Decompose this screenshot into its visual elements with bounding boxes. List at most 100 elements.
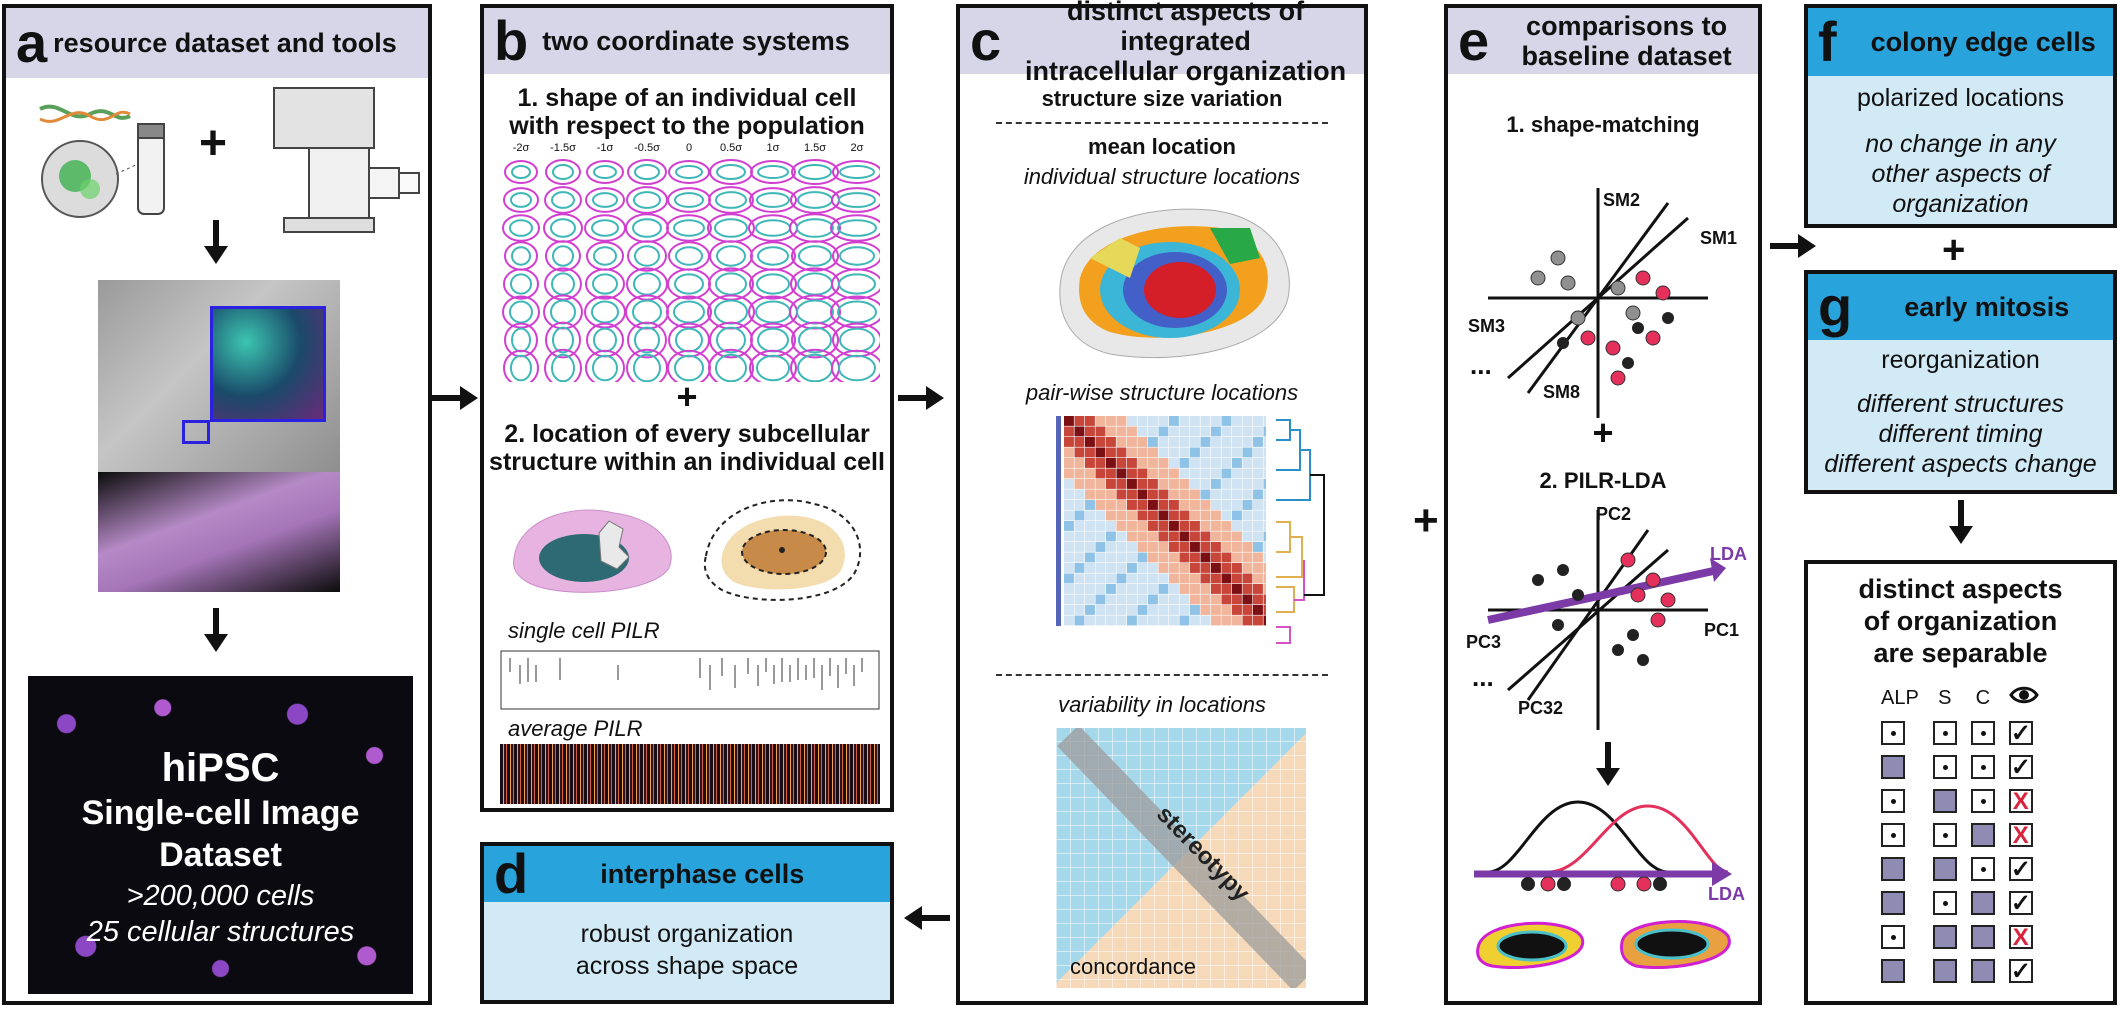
- average-pilr-strip: [500, 744, 880, 804]
- cell-alp: [1880, 890, 1920, 916]
- matrix-cell: [1179, 437, 1190, 447]
- matrix-cell: [1106, 479, 1116, 489]
- panel-a-letter: a: [16, 11, 48, 74]
- matrix-cell: [1106, 531, 1116, 542]
- matrix-cell: [1221, 426, 1232, 437]
- matrix-cell: [1179, 489, 1190, 500]
- cell-outline: [708, 186, 754, 214]
- nucleus-outline: [593, 327, 617, 353]
- matrix-cell: [1074, 426, 1085, 437]
- matrix-cell: [1200, 479, 1211, 489]
- cell-2d-contour: [703, 499, 862, 601]
- matrix-cell: [1064, 426, 1074, 437]
- matrix-cell: [1137, 510, 1148, 521]
- matrix-cell: [1127, 468, 1137, 479]
- matrix-cell: [1106, 521, 1116, 531]
- matrix-cell: [1085, 437, 1095, 447]
- matrix-cell: [1085, 447, 1095, 458]
- matrix-cell: [1253, 489, 1263, 500]
- matrix-cell: [1253, 468, 1263, 479]
- nucleus-outline: [632, 299, 662, 325]
- matrix-cell: [1148, 416, 1158, 426]
- filled-square: [1881, 755, 1905, 779]
- cell-result: X: [2008, 788, 2040, 814]
- cell-alp: [1880, 822, 1920, 848]
- eye-icon: [2008, 684, 2040, 712]
- matrix-cell: [1064, 489, 1074, 500]
- nucleus-outline: [510, 273, 532, 295]
- matrix-cell: [1221, 437, 1232, 447]
- panel-b-title: two coordinate systems: [542, 25, 850, 56]
- nucleus-outline: [797, 272, 833, 296]
- matrix-cell: [1085, 594, 1095, 605]
- matrix-cell: [1064, 500, 1074, 510]
- cell-outline: [585, 349, 625, 382]
- row-annotation-bar: [1056, 416, 1061, 626]
- matrix-cell: [1179, 426, 1190, 437]
- panel-f-line-4: organization: [1892, 190, 2029, 218]
- table-row: ✓: [1880, 958, 2040, 984]
- matrix-cell: [1106, 468, 1116, 479]
- matrix-cell: [1190, 468, 1200, 479]
- matrix-cell: [1116, 500, 1127, 510]
- matrix-cell: [1221, 458, 1232, 468]
- matrix-cell: [1169, 521, 1179, 531]
- check-icon: ✓: [2008, 856, 2033, 883]
- nucleus-outline: [511, 327, 531, 353]
- matrix-cell: [1127, 521, 1137, 531]
- matrix-cell: [1190, 552, 1200, 563]
- dot-square: [1881, 925, 1905, 949]
- matrix-cell: [1074, 542, 1085, 552]
- panel-g-body: [1808, 340, 2113, 490]
- matrix-cell: [1190, 437, 1200, 447]
- matrix-cell: [1179, 584, 1190, 594]
- matrix-cell: [1263, 468, 1266, 479]
- matrix-cell: [1169, 563, 1179, 573]
- panel-f-header: f colony edge cells: [1808, 8, 2113, 76]
- table-row: X: [1880, 924, 2040, 950]
- matrix-cell: [1232, 489, 1242, 500]
- matrix-cell: [1179, 458, 1190, 468]
- matrix-cell: [1179, 594, 1190, 605]
- panel-d-letter: d: [494, 842, 529, 905]
- nucleus-outline: [838, 354, 876, 382]
- matrix-cell: [1200, 468, 1211, 479]
- sigma-tick: -2σ: [512, 142, 530, 154]
- panel-f: f colony edge cells polarized locations …: [1804, 4, 2117, 228]
- nucleus-outline: [674, 192, 704, 208]
- nucleus-outline: [716, 245, 746, 267]
- axis-label-pc2: PC2: [1596, 504, 1632, 524]
- dataset-title-3: Dataset: [159, 836, 282, 874]
- cross-icon: X: [2008, 925, 2033, 950]
- check-icon: ✓: [2008, 890, 2033, 917]
- panel-g-line-2: different structures: [1856, 390, 2065, 418]
- matrix-cell: [1221, 468, 1232, 479]
- cell-outline: [503, 349, 539, 382]
- matrix-cell: [1158, 500, 1169, 510]
- panel-a-plus: +: [199, 117, 228, 170]
- matrix-cell: [1211, 552, 1221, 563]
- matrix-cell: [1242, 605, 1253, 615]
- matrix-cell: [1106, 584, 1116, 594]
- matrix-cell: [1200, 615, 1211, 626]
- matrix-cell: [1127, 510, 1137, 521]
- matrix-cell: [1242, 447, 1253, 458]
- cell-outline: [791, 159, 839, 185]
- cell-s: [1932, 958, 1958, 984]
- divider: [996, 122, 1328, 124]
- cross-icon: X: [2008, 823, 2033, 848]
- matrix-cell: [1232, 458, 1242, 468]
- arrow-down-icon: [1949, 500, 1973, 544]
- nucleus-outline: [715, 272, 747, 296]
- cell-s: [1932, 856, 1958, 882]
- nucleus-outline: [755, 300, 791, 324]
- dot-square: [1970, 857, 1995, 881]
- panel-d-line-2: across shape space: [575, 952, 799, 980]
- panel-e-plus: +: [1592, 412, 1614, 453]
- shape-heading-1: 1. shape of an individual cell: [517, 84, 857, 112]
- matrix-cell: [1085, 605, 1095, 615]
- matrix-cell: [1190, 531, 1200, 542]
- nucleus-outline: [798, 245, 832, 267]
- matrix-cell: [1211, 521, 1221, 531]
- lda-distribution-plot: [1474, 800, 1732, 892]
